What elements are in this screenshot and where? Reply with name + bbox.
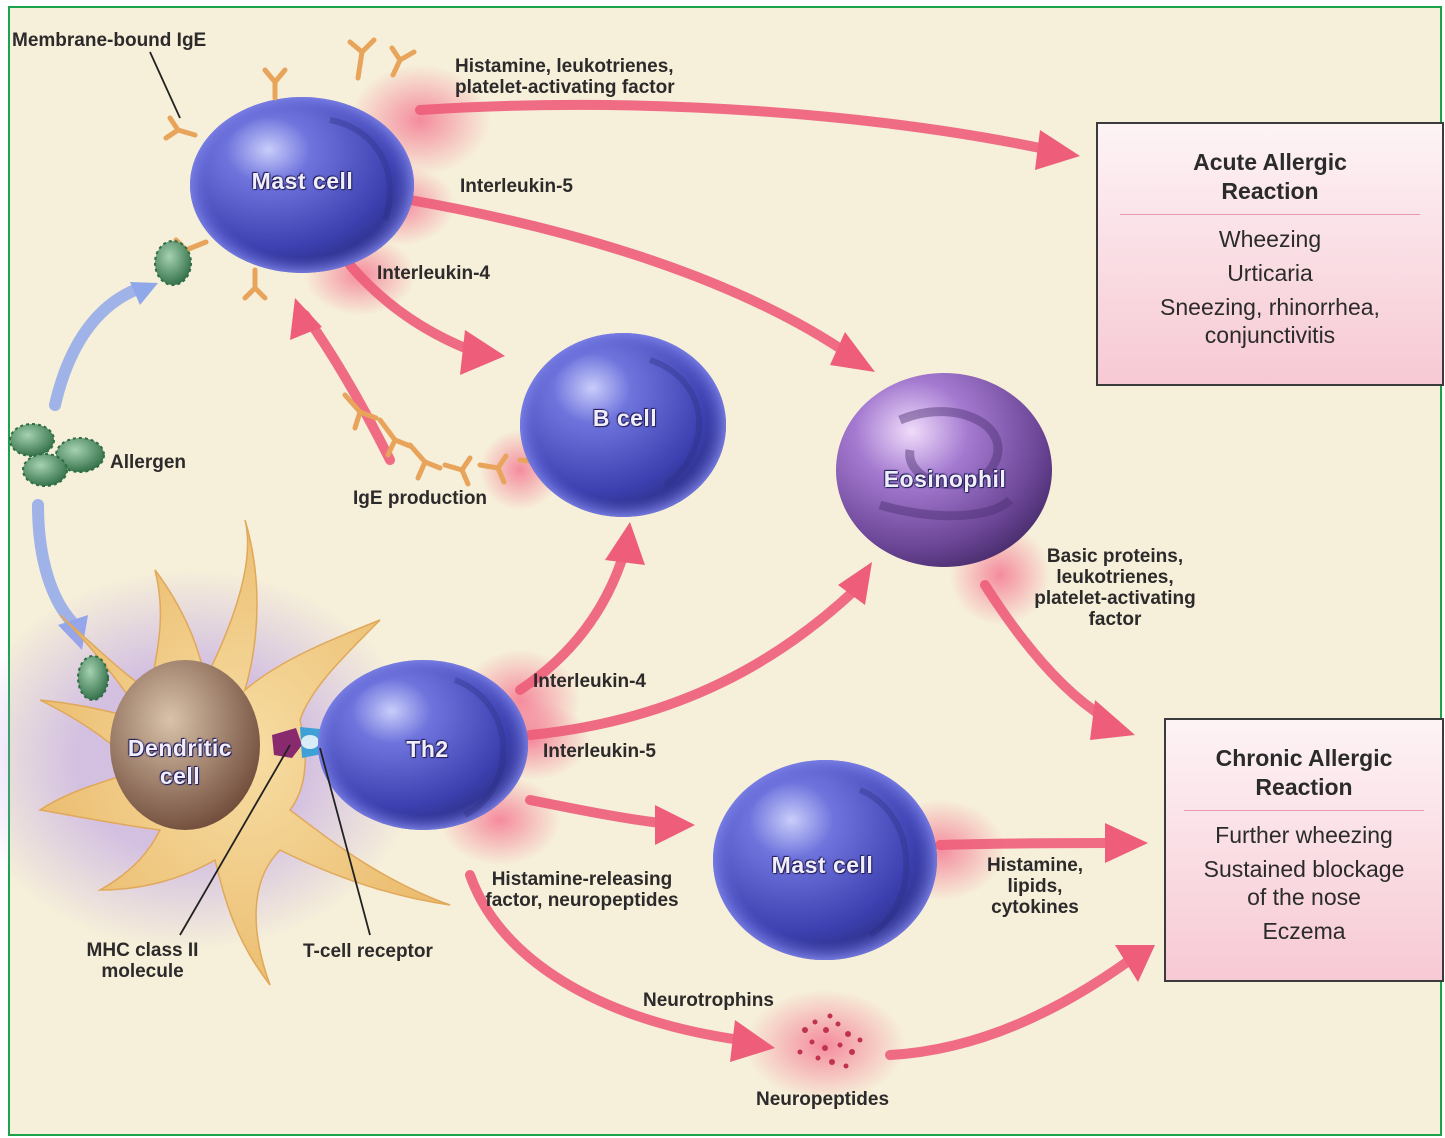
- th2-cell-name: Th2: [375, 735, 480, 763]
- acute-box-title-line-1: Acute Allergic: [1120, 148, 1420, 177]
- basic-proteins-label-2: leukotrienes,: [1010, 567, 1220, 588]
- chronic-item-eczema: Eczema: [1166, 917, 1442, 945]
- chronic-item-nose: of the nose: [1166, 883, 1442, 911]
- hist-releasing-label-2: factor, neuropeptides: [462, 890, 702, 911]
- mast-cell-bottom-name: Mast cell: [740, 851, 905, 879]
- il5-th2-label: Interleukin-5: [543, 741, 656, 762]
- hist-lipids-label-3: cytokines: [965, 897, 1105, 918]
- dendritic-cell-name-2: cell: [105, 762, 255, 790]
- acute-box-items: Wheezing Urticaria Sneezing, rhinorrhea,…: [1098, 215, 1442, 349]
- chronic-item-wheezing: Further wheezing: [1166, 821, 1442, 849]
- basic-proteins-label-1: Basic proteins,: [1010, 546, 1220, 567]
- mhc-label-1: MHC class II: [60, 940, 225, 961]
- eosinophil-name: Eosinophil: [855, 465, 1035, 493]
- dendritic-cell-name-1: Dendritic: [105, 734, 255, 762]
- chronic-box-items: Further wheezing Sustained blockage of t…: [1166, 811, 1442, 945]
- chronic-box-title-line-1: Chronic Allergic: [1184, 744, 1424, 773]
- neuropeptides-label: Neuropeptides: [756, 1089, 889, 1110]
- membrane-ige-label: Membrane-bound IgE: [12, 30, 206, 51]
- basic-proteins-label-4: factor: [1010, 609, 1220, 630]
- mhc-label-2: molecule: [60, 961, 225, 982]
- hist-lipids-label-2: lipids,: [965, 876, 1105, 897]
- basic-proteins-label-3: platelet-activating: [1010, 588, 1220, 609]
- tcell-receptor-label: T-cell receptor: [303, 941, 433, 962]
- il4-th2-label: Interleukin-4: [533, 671, 646, 692]
- acute-box-title-line-2: Reaction: [1120, 177, 1420, 206]
- il5-top-label: Interleukin-5: [460, 176, 573, 197]
- hist-lipids-label-1: Histamine,: [965, 855, 1105, 876]
- ige-production-label: IgE production: [353, 488, 487, 509]
- chronic-allergic-reaction-box: Chronic Allergic Reaction Further wheezi…: [1164, 718, 1444, 982]
- acute-item-urticaria: Urticaria: [1098, 259, 1442, 287]
- hist-releasing-label-1: Histamine-releasing: [462, 869, 702, 890]
- histamine-top-label-1: Histamine, leukotrienes,: [455, 56, 674, 77]
- acute-allergic-reaction-box: Acute Allergic Reaction Wheezing Urticar…: [1096, 122, 1444, 386]
- histamine-top-label-2: platelet-activating factor: [455, 77, 675, 98]
- acute-item-sneezing: Sneezing, rhinorrhea,: [1098, 293, 1442, 321]
- acute-item-wheezing: Wheezing: [1098, 225, 1442, 253]
- chronic-box-title-line-2: Reaction: [1184, 773, 1424, 802]
- allergen-label: Allergen: [110, 452, 186, 473]
- il4-top-label: Interleukin-4: [377, 263, 490, 284]
- mast-cell-top-name: Mast cell: [220, 167, 385, 195]
- neurotrophins-label: Neurotrophins: [643, 990, 774, 1011]
- b-cell-name: B cell: [560, 404, 690, 432]
- acute-item-conjunctivitis: conjunctivitis: [1098, 321, 1442, 349]
- acute-box-title: Acute Allergic Reaction: [1120, 124, 1420, 215]
- chronic-box-title: Chronic Allergic Reaction: [1184, 720, 1424, 811]
- chronic-item-blockage: Sustained blockage: [1166, 855, 1442, 883]
